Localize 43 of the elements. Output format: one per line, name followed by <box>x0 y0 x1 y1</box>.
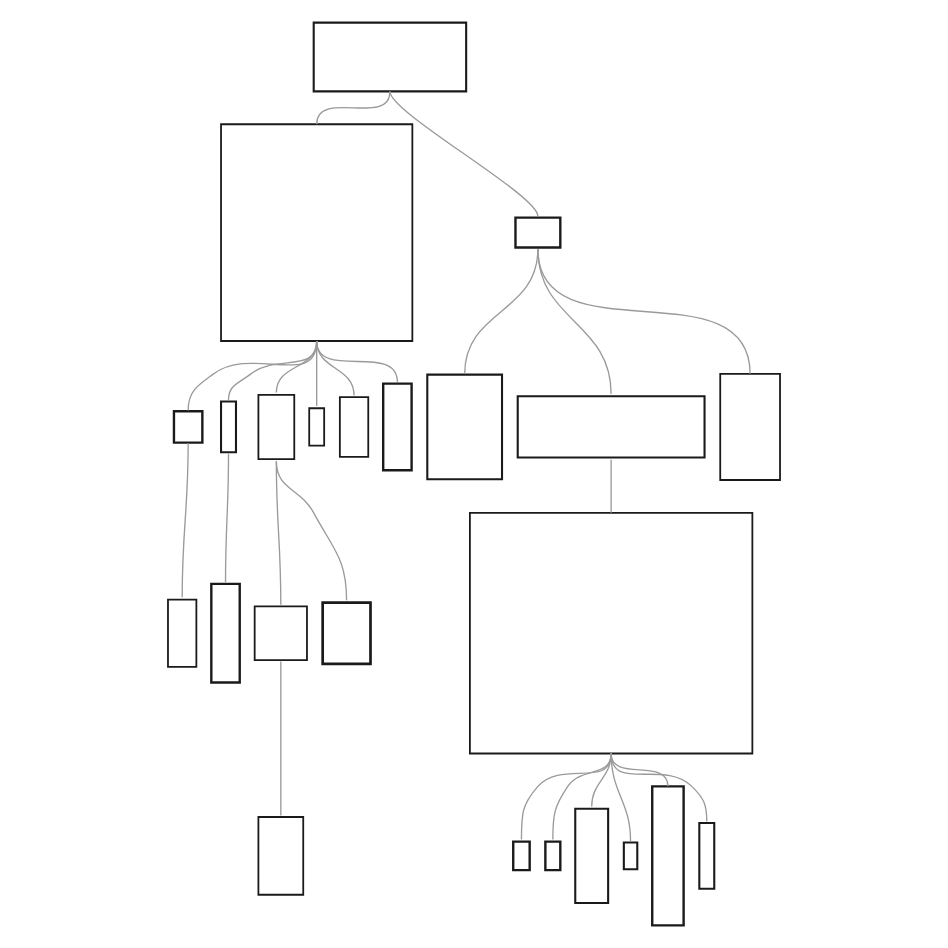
node-box <box>321 601 372 666</box>
connector <box>552 752 612 841</box>
node-box <box>469 511 754 755</box>
connector <box>591 752 612 808</box>
connector <box>224 453 230 584</box>
connector <box>316 90 391 125</box>
node-box <box>574 807 610 904</box>
node-box <box>338 396 370 458</box>
connector <box>610 459 612 514</box>
connector <box>280 660 282 817</box>
node-box <box>257 816 305 896</box>
node-box <box>253 605 308 661</box>
node-box <box>698 821 716 890</box>
node-box <box>257 393 296 460</box>
node-box <box>516 395 706 459</box>
node-box <box>544 840 562 872</box>
node-box <box>167 598 198 668</box>
node-box <box>220 123 414 342</box>
node-box <box>312 21 468 93</box>
node-box <box>514 216 562 249</box>
node-box <box>382 382 413 472</box>
connector <box>316 340 399 383</box>
node-box <box>719 372 781 481</box>
connector <box>227 340 318 401</box>
connector <box>520 752 612 841</box>
node-box <box>426 373 504 481</box>
node-box <box>512 840 531 872</box>
node-box <box>220 400 238 454</box>
connector <box>537 248 751 375</box>
node-box <box>210 582 241 684</box>
connector <box>181 442 189 598</box>
connector <box>389 90 539 217</box>
node-box <box>622 841 639 871</box>
node-box <box>651 785 685 927</box>
connector <box>275 340 318 394</box>
node-box <box>308 407 326 447</box>
connector <box>610 752 632 842</box>
connector <box>316 340 318 407</box>
connector <box>187 340 318 412</box>
connector <box>610 752 669 788</box>
connector <box>610 752 708 823</box>
node-box <box>172 410 204 444</box>
connector <box>275 460 348 601</box>
